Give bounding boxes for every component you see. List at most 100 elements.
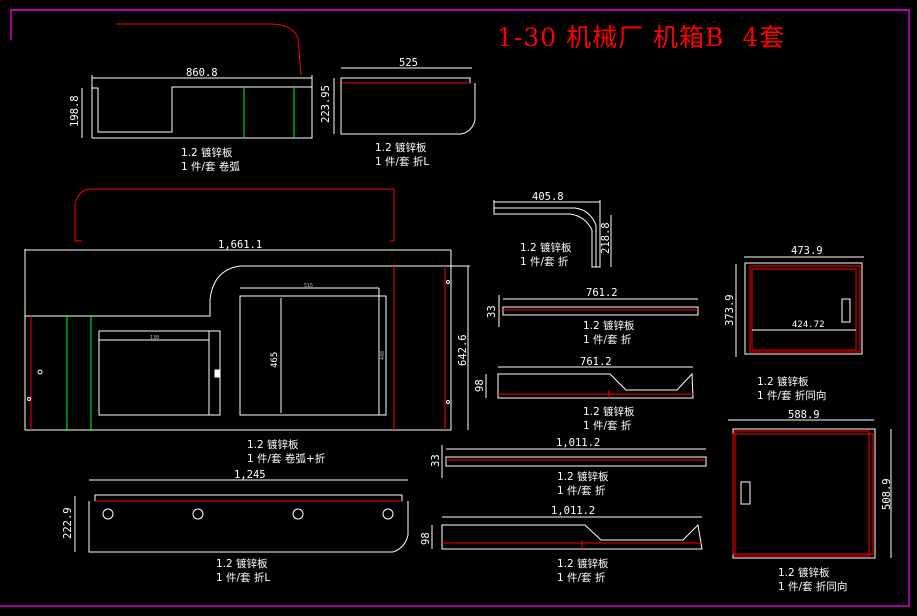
part-6-width-label: 761.2 xyxy=(580,356,612,368)
part-6-drawing[interactable] xyxy=(485,366,694,399)
part-2-drawing[interactable] xyxy=(333,67,476,135)
part-3-mark xyxy=(37,369,43,375)
part-2-height-label: 223.95 xyxy=(320,85,332,123)
part-8-drawing[interactable] xyxy=(441,445,707,478)
part-3-outline xyxy=(25,250,470,431)
part-1-drawing[interactable] xyxy=(81,23,313,139)
part-3-inner-large-width-label: 515 xyxy=(304,283,314,289)
part-3-height-label: 642.6 xyxy=(457,334,469,366)
part-8-material: 1.2 镀锌板 xyxy=(557,471,609,483)
part-3-mark xyxy=(27,397,31,401)
part-4-note: 1.2 镀锌板 1 件/套 折 xyxy=(520,241,572,269)
part-5-drawing[interactable] xyxy=(498,295,699,327)
part-3-mark xyxy=(446,280,450,284)
part-4-height-label: 218.8 xyxy=(600,222,612,254)
part-9-drawing[interactable] xyxy=(74,479,409,553)
part-3-cutout-small xyxy=(98,330,221,416)
part-5-note: 1.2 镀锌板 1 件/套 折 xyxy=(583,319,635,347)
part-4-material: 1.2 镀锌板 xyxy=(520,242,572,254)
part-7-height-label: 373.9 xyxy=(724,294,736,326)
part-6-note: 1.2 镀锌板 1 件/套 折 xyxy=(583,405,635,433)
part-9-hole xyxy=(382,508,394,520)
part-10-note: 1.2 镀锌板 1 件/套 折 xyxy=(557,557,609,585)
part-8-note: 1.2 镀锌板 1 件/套 折 xyxy=(557,470,609,498)
part-3-latch-slot xyxy=(214,369,221,378)
part-9-material: 1.2 镀锌板 xyxy=(216,558,268,570)
part-3-inner-large-height-label: 448 xyxy=(380,350,386,360)
part-3-cutout-large xyxy=(239,295,387,416)
part-7-width-label: 473.9 xyxy=(791,245,823,257)
part-7-inner-width-label: 424.72 xyxy=(792,320,825,330)
part-1-height-label: 198.8 xyxy=(69,95,81,127)
part-3-material: 1.2 镀锌板 xyxy=(247,439,299,451)
part-8-outline xyxy=(445,456,707,467)
part-2-note: 1.2 镀锌板 1 件/套 折L xyxy=(375,141,429,169)
part-8-qty-process: 1 件/套 折 xyxy=(557,485,606,497)
part-7-qty-process: 1 件/套 折同向 xyxy=(757,390,827,402)
part-4-outline xyxy=(493,200,601,268)
part-9-width-label: 1,245 xyxy=(234,469,266,481)
part-9-note: 1.2 镀锌板 1 件/套 折L xyxy=(216,557,270,585)
part-7-drawing[interactable] xyxy=(735,256,864,357)
part-10-qty-process: 1 件/套 折 xyxy=(557,572,606,584)
part-1-arc-profile xyxy=(116,23,302,76)
part-3-arc-profile xyxy=(74,188,395,242)
part-9-flange xyxy=(94,494,403,502)
part-7-material: 1.2 镀锌板 xyxy=(757,376,809,388)
part-6-outline xyxy=(497,372,694,399)
part-3-mark xyxy=(446,400,450,404)
part-2-outline xyxy=(340,83,476,135)
part-6-height-label: 98 xyxy=(474,379,486,392)
part-5-outline xyxy=(502,306,699,316)
part-2-qty-process: 1 件/套 折L xyxy=(375,156,430,168)
part-3-note: 1.2 镀锌板 1 件/套 卷弧+折 xyxy=(247,438,325,466)
part-11-material: 1.2 镀锌板 xyxy=(778,567,830,579)
part-11-height-label: 508.9 xyxy=(881,478,893,510)
part-11-bend-outline xyxy=(732,433,874,555)
part-3-inner-small-width-label: 130 xyxy=(150,335,160,341)
part-5-material: 1.2 镀锌板 xyxy=(583,320,635,332)
drawing-title: 1-30 机械厂 机箱B 4套 xyxy=(497,23,786,52)
part-3-inner-height-label: 465 xyxy=(270,351,280,368)
part-9-hole xyxy=(192,508,204,520)
part-6-qty-process: 1 件/套 折 xyxy=(583,420,632,432)
part-9-qty-process: 1 件/套 折L xyxy=(216,572,271,584)
part-7-bend-inner xyxy=(751,268,857,351)
part-10-material: 1.2 镀锌板 xyxy=(557,558,609,570)
part-2-material: 1.2 镀锌板 xyxy=(375,142,427,154)
part-2-flange xyxy=(340,77,471,84)
part-4-width-label: 405.8 xyxy=(532,191,564,203)
part-10-outline xyxy=(441,523,703,550)
part-8-height-label: 33 xyxy=(430,454,442,467)
part-9-hole xyxy=(292,508,304,520)
part-11-qty-process: 1 件/套 折同向 xyxy=(778,581,848,593)
part-1-width-label: 860.8 xyxy=(186,67,218,79)
part-4-drawing[interactable] xyxy=(493,200,612,268)
part-6-material: 1.2 镀锌板 xyxy=(583,406,635,418)
part-11-drawing[interactable] xyxy=(728,419,892,559)
part-11-outline xyxy=(732,428,876,559)
part-4-qty-process: 1 件/套 折 xyxy=(520,256,569,268)
part-9-outline xyxy=(88,501,409,553)
part-5-qty-process: 1 件/套 折 xyxy=(583,334,632,346)
part-3-width-label: 1,661.1 xyxy=(218,239,263,251)
part-11-handle-slot xyxy=(740,481,751,505)
part-10-height-label: 98 xyxy=(420,532,432,545)
part-1-material: 1.2 镀锌板 xyxy=(181,147,233,159)
part-11-note: 1.2 镀锌板 1 件/套 折同向 xyxy=(778,566,847,594)
part-11-bend-inner xyxy=(734,430,870,557)
part-3-drawing[interactable] xyxy=(24,188,470,431)
part-10-drawing[interactable] xyxy=(431,516,703,550)
part-7-handle-slot xyxy=(841,298,851,323)
part-9-height-label: 222.9 xyxy=(62,507,74,539)
part-7-note: 1.2 镀锌板 1 件/套 折同向 xyxy=(757,375,826,403)
part-3-qty-process: 1 件/套 卷弧+折 xyxy=(247,453,326,465)
part-1-note: 1.2 镀锌板 1 件/套 卷弧 xyxy=(181,146,240,174)
part-5-width-label: 761.2 xyxy=(586,287,618,299)
part-5-height-label: 33 xyxy=(486,305,498,318)
part-7-bend-outline xyxy=(749,265,861,353)
part-1-outline xyxy=(92,86,313,139)
part-7-outline xyxy=(744,262,863,355)
part-2-width-label: 525 xyxy=(399,57,418,69)
